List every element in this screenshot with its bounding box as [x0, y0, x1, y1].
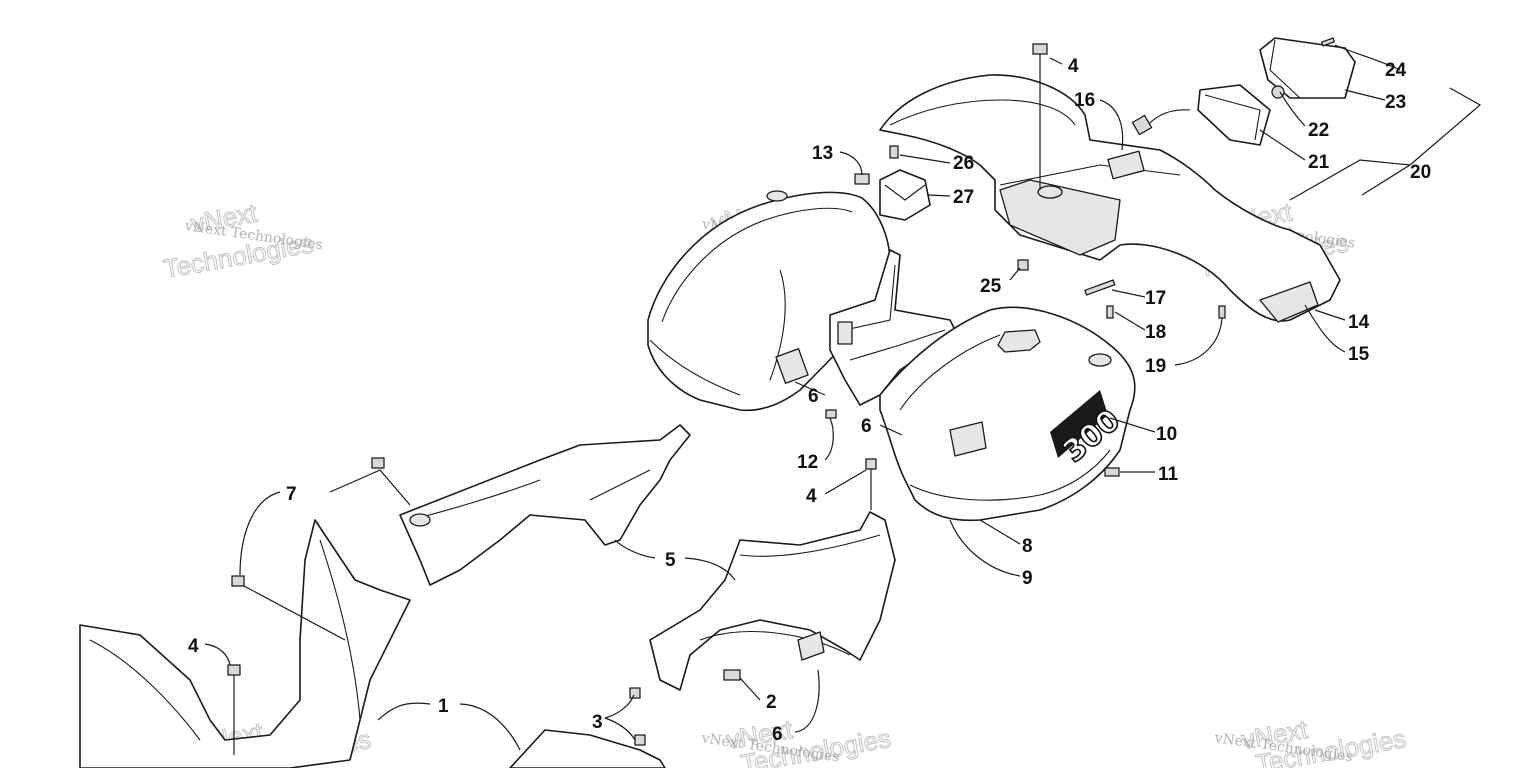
callout-9: 9 [1022, 568, 1033, 589]
bolt-4-top [1032, 43, 1048, 55]
callout-6-upper: 6 [808, 386, 819, 407]
callout-18: 18 [1145, 322, 1166, 343]
screw-11 [1104, 467, 1120, 477]
callout-15: 15 [1348, 344, 1370, 365]
bolt-4-mid [865, 458, 877, 470]
callout-4-lower: 4 [188, 636, 199, 657]
callout-27: 27 [953, 187, 974, 208]
screw-18 [1106, 305, 1114, 319]
footwell-panel [79, 519, 666, 768]
callout-14: 14 [1348, 312, 1370, 333]
callout-2: 2 [766, 692, 777, 713]
callout-6-mid: 6 [861, 416, 872, 437]
push-rivet-7b [231, 575, 245, 587]
callout-22: 22 [1308, 120, 1329, 141]
callout-12: 12 [797, 452, 818, 473]
bolt-4-lower [227, 664, 241, 676]
callout-20: 20 [1410, 162, 1431, 183]
callout-16: 16 [1074, 90, 1095, 111]
support-bracket [854, 145, 931, 221]
callout-17: 17 [1145, 288, 1166, 309]
nut-3a [629, 687, 641, 699]
taillight-assembly [1131, 37, 1356, 146]
hardware [227, 43, 1226, 755]
callout-1: 1 [438, 696, 449, 717]
right-front-fender: 300 [879, 306, 1136, 522]
callout-19: 19 [1145, 356, 1166, 377]
side-panel-upper [399, 424, 691, 586]
callout-25: 25 [980, 276, 1002, 297]
rear-fender [879, 74, 1341, 323]
clip-12 [825, 409, 837, 419]
callout-7: 7 [286, 484, 297, 505]
callout-4-top: 4 [1068, 56, 1079, 77]
strap-17 [1084, 279, 1116, 296]
callout-23: 23 [1385, 92, 1406, 113]
screw-19 [1218, 305, 1226, 319]
callout-21: 21 [1308, 152, 1330, 173]
callout-10: 10 [1156, 424, 1177, 445]
nut-3b [634, 734, 646, 746]
side-panel-lower [649, 511, 896, 691]
callout-4-mid: 4 [806, 486, 817, 507]
nut-25 [1017, 259, 1029, 271]
screw-2 [723, 669, 741, 681]
callout-8: 8 [1022, 536, 1033, 557]
callout-5: 5 [665, 550, 676, 571]
callout-26: 26 [953, 153, 974, 174]
callout-11: 11 [1158, 464, 1179, 485]
push-rivet-7a [371, 457, 385, 469]
callouts: 4 16 24 23 22 21 20 14 15 19 18 17 25 26… [188, 56, 1431, 745]
callout-13: 13 [812, 143, 833, 164]
callout-24: 24 [1385, 60, 1407, 81]
callout-6-lower: 6 [772, 724, 783, 745]
callout-3: 3 [592, 712, 603, 733]
leaders [204, 44, 1482, 751]
